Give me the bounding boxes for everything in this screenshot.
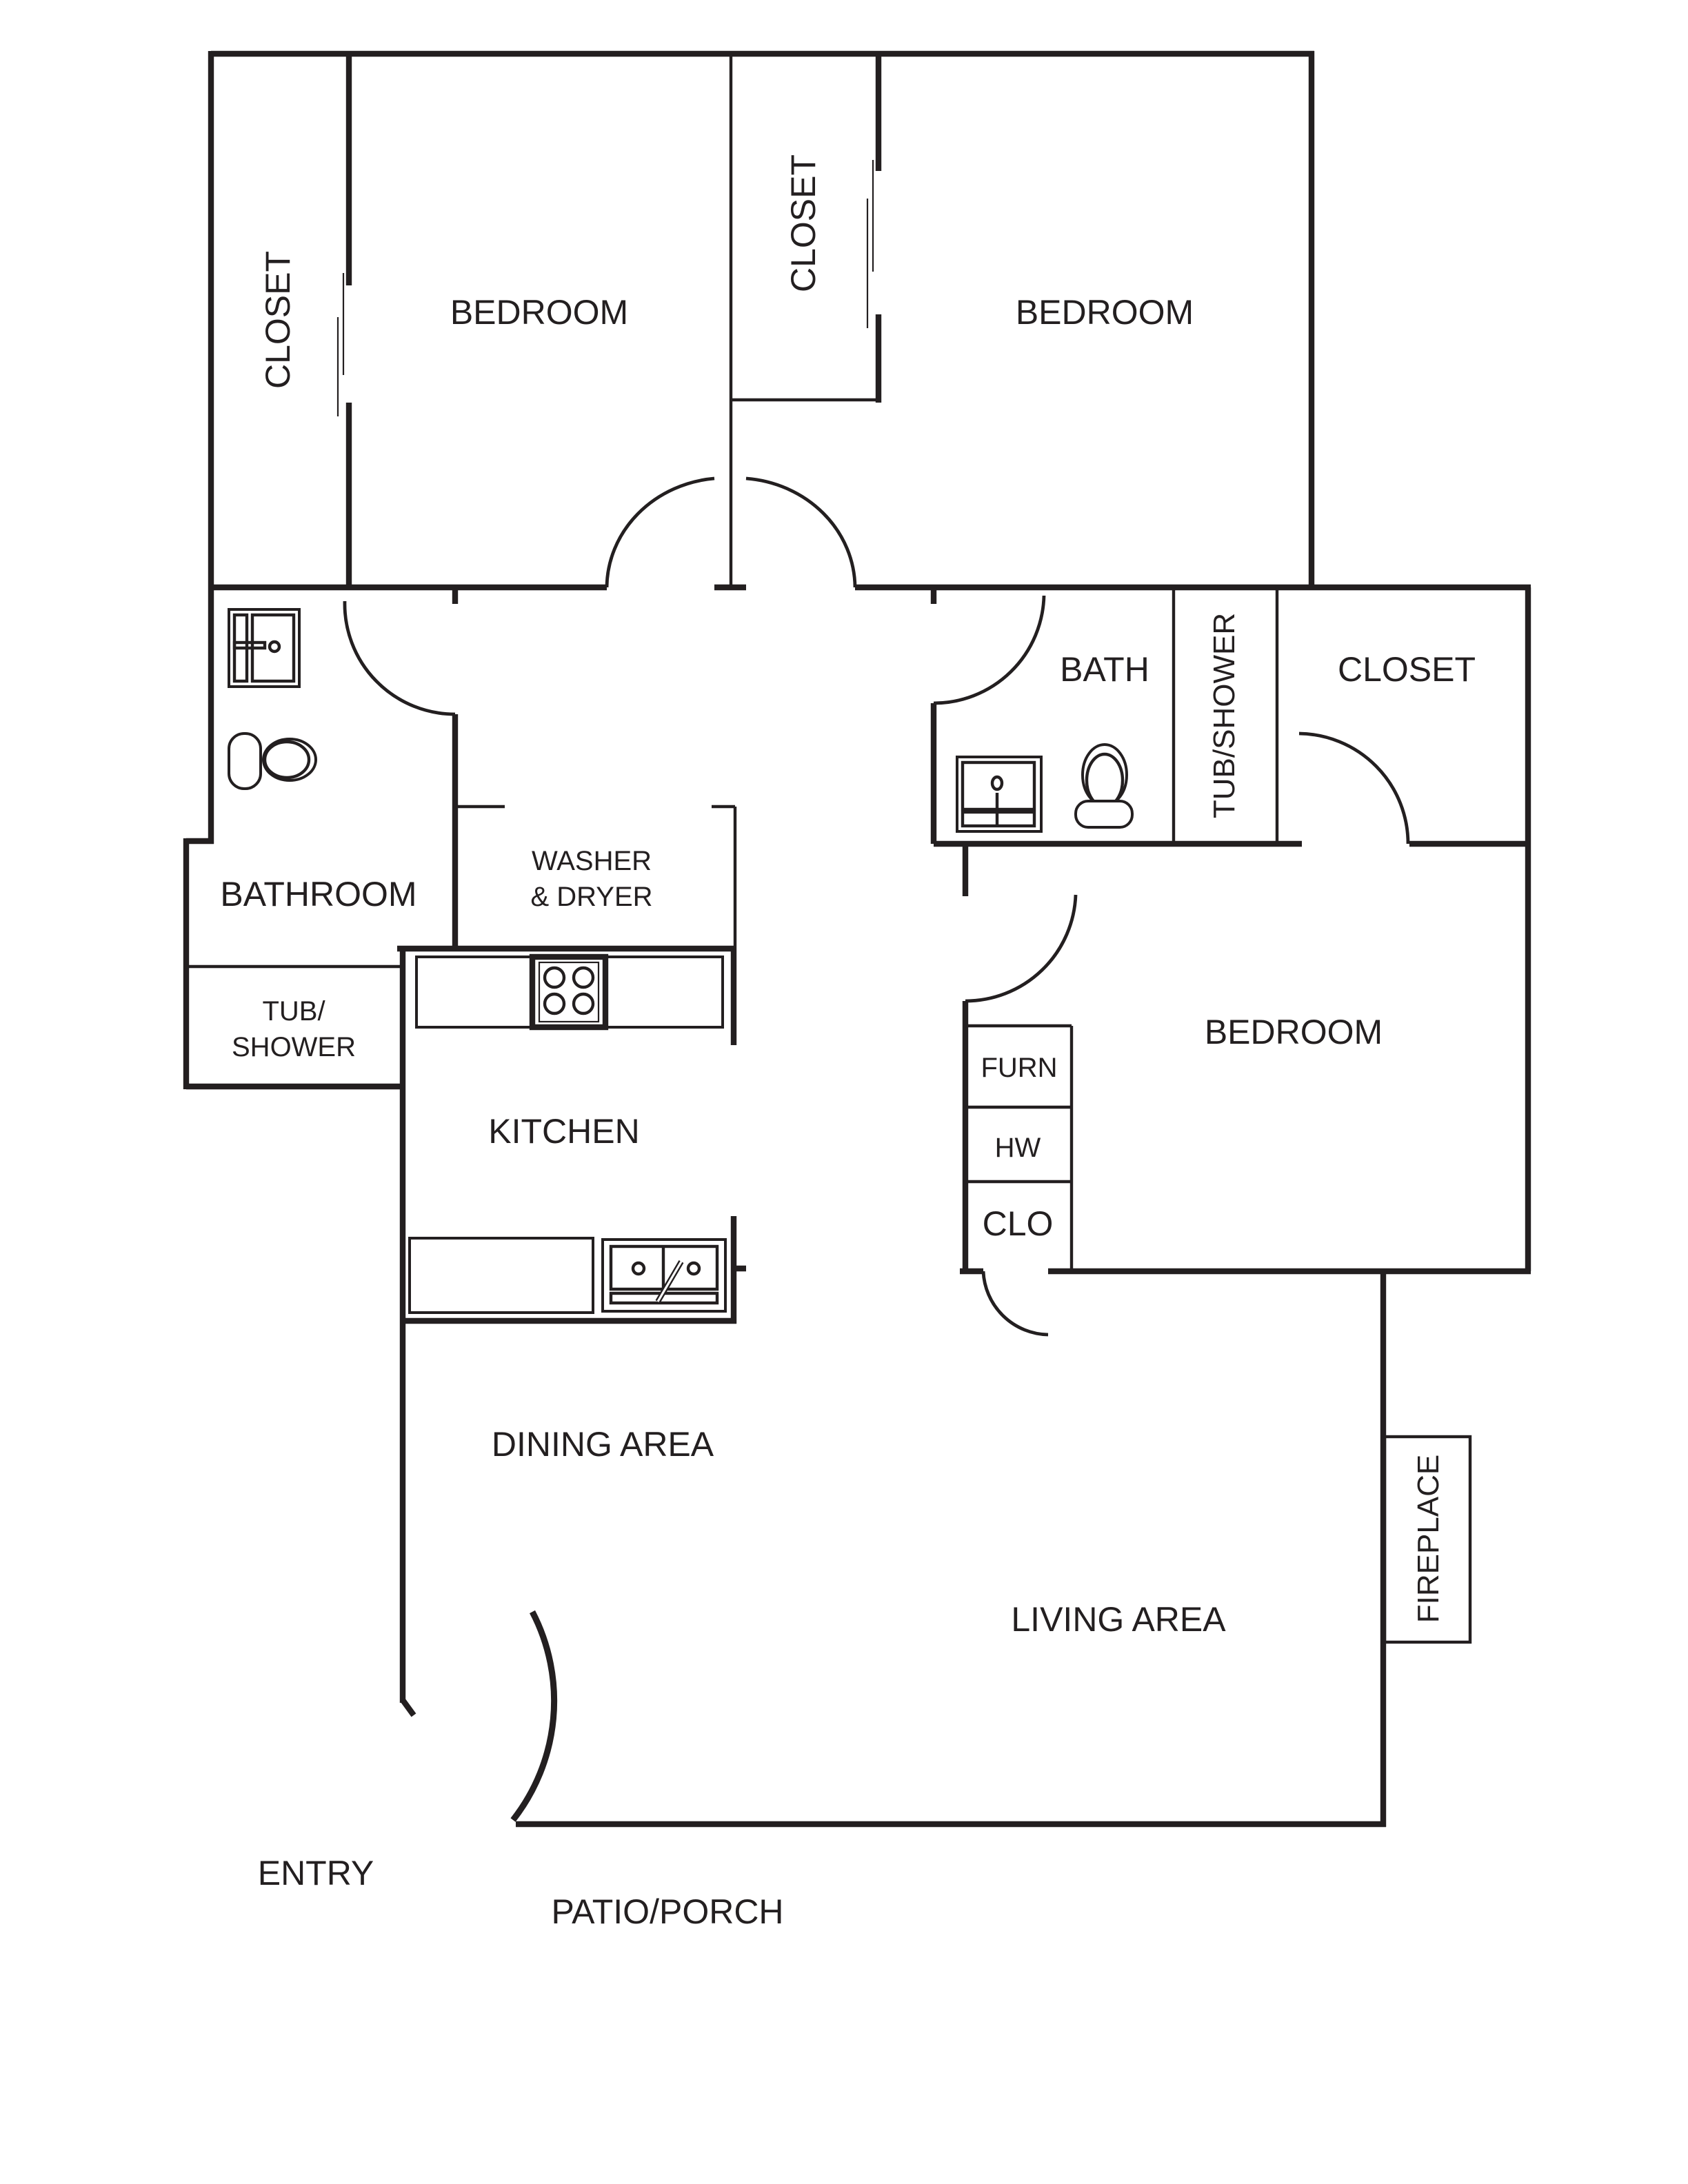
room-labels: CLOSET BEDROOM CLOSET BEDROOM BATHROOM T… [220, 154, 1476, 1931]
patio-porch-label: PATIO/PORCH [551, 1892, 783, 1931]
kitchen-sink-icon [408, 1237, 727, 1314]
fireplace-label: FIREPLACE [1411, 1455, 1445, 1624]
walls [183, 50, 1531, 1828]
bath-e-label: BATH [1060, 650, 1149, 689]
entry-label: ENTRY [258, 1854, 374, 1892]
bedroom-e-label: BEDROOM [1205, 1013, 1383, 1051]
closet-e-label: CLOSET [1338, 650, 1476, 689]
tub-shower-w-label-2: SHOWER [232, 1032, 356, 1062]
closet-n-label: CLOSET [784, 154, 823, 292]
living-area-label: LIVING AREA [1011, 1600, 1226, 1639]
bathroom-label: BATHROOM [220, 875, 416, 913]
clo-label: CLO [983, 1204, 1054, 1243]
tub-shower-e-label: TUB/SHOWER [1207, 613, 1241, 818]
tub-shower-w-label-1: TUB/ [262, 996, 325, 1027]
bedroom-nw-label: BEDROOM [450, 293, 628, 332]
door-swings [343, 476, 1410, 1822]
sink-icon [228, 608, 301, 688]
washer-dryer-label-2: & DRYER [530, 882, 652, 912]
stove-icon [415, 953, 724, 1031]
toilet-icon [1074, 743, 1134, 829]
closet-nw-label: CLOSET [259, 251, 297, 389]
bedroom-ne-label: BEDROOM [1016, 293, 1194, 332]
kitchen-label: KITCHEN [488, 1112, 639, 1151]
washer-dryer-label-1: WASHER [532, 846, 652, 876]
furn-label: FURN [981, 1053, 1057, 1083]
hw-label: HW [995, 1133, 1041, 1163]
dining-area-label: DINING AREA [492, 1425, 714, 1464]
toilet-icon [228, 732, 317, 790]
sink-icon [956, 756, 1043, 833]
